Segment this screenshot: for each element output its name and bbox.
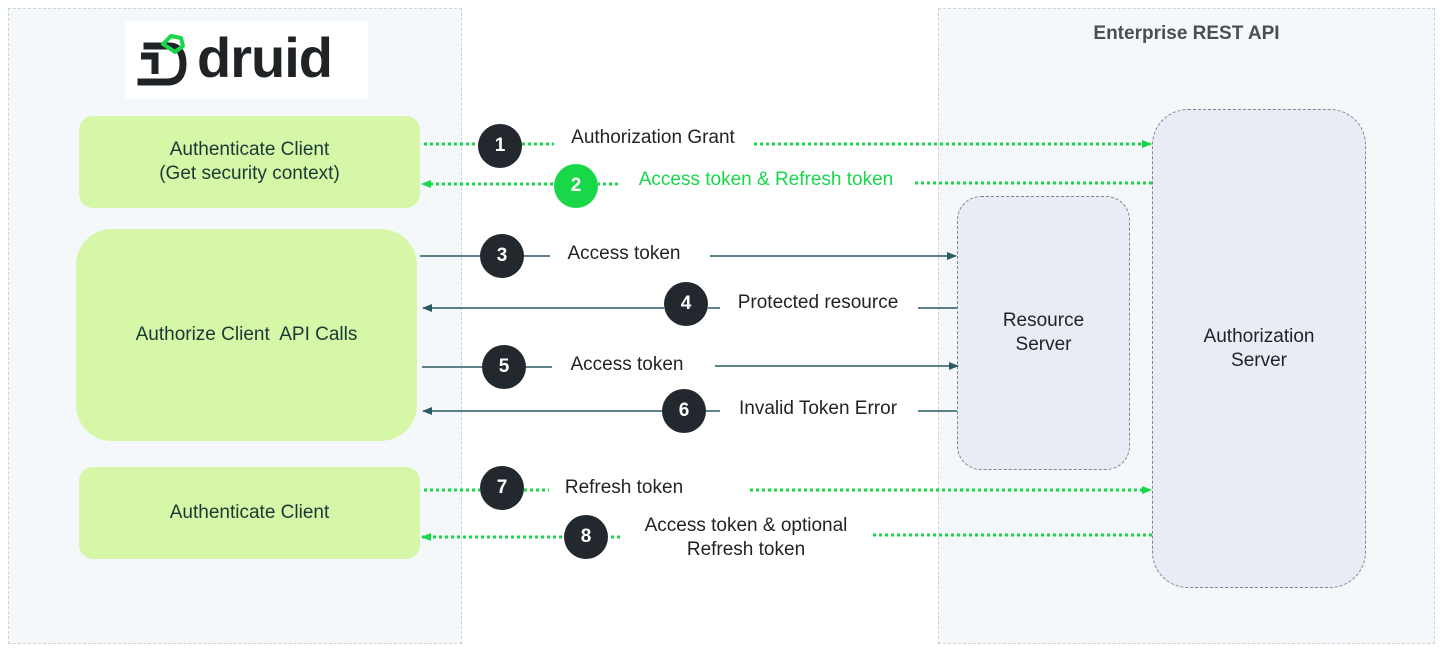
authorization-server-label-2: Server bbox=[1231, 349, 1287, 371]
resource-server-label-1: Resource bbox=[1002, 310, 1085, 331]
authorization-server-box: Authorization Server bbox=[1152, 109, 1366, 588]
arrow-8-access-optional-refresh-token bbox=[421, 533, 1152, 541]
step-8-circle: 8 bbox=[564, 515, 608, 559]
step-1-label: Authorization Grant bbox=[571, 127, 735, 148]
authorization-server-label-1: Authorization bbox=[1203, 325, 1315, 347]
step-6-label: Invalid Token Error bbox=[738, 398, 898, 419]
authenticate-client-refresh-label: Authenticate Client bbox=[169, 502, 330, 523]
druid-logo-text: druid bbox=[197, 26, 333, 89]
authenticate-client-refresh-box: Authenticate Client bbox=[79, 467, 420, 559]
druid-logo: druid bbox=[125, 22, 368, 98]
step-7-circle: 7 bbox=[480, 466, 524, 510]
arrow-2-access-refresh-token bbox=[421, 180, 1152, 188]
authenticate-client-box: Authenticate Client (Get security contex… bbox=[79, 116, 420, 208]
authorize-client-box: Authorize Client API Calls bbox=[76, 229, 417, 441]
step-8-label-line-2: Refresh token bbox=[686, 539, 806, 560]
step-6-circle: 6 bbox=[662, 389, 706, 433]
arrow-5-access-token bbox=[422, 362, 959, 370]
step-8-label: Access token & optional Refresh token bbox=[630, 514, 862, 562]
authenticate-client-label: Authenticate Client bbox=[169, 139, 330, 160]
resource-server-box: Resource Server bbox=[957, 196, 1130, 470]
step-8-label-line-1: Access token & optional bbox=[644, 515, 848, 536]
druid-logo-icon bbox=[137, 34, 187, 86]
enterprise-rest-api-title: Enterprise REST API bbox=[1093, 23, 1280, 44]
security-context-label: (Get security context) bbox=[159, 163, 340, 184]
authorize-client-label: Authorize Client API Calls bbox=[135, 324, 358, 345]
step-2-label: Access token & Refresh token bbox=[638, 169, 894, 190]
resource-server-label-2: Server bbox=[1015, 334, 1072, 355]
step-3-circle: 3 bbox=[480, 234, 524, 278]
step-1-circle: 1 bbox=[478, 124, 522, 168]
step-4-circle: 4 bbox=[664, 282, 708, 326]
step-2-circle: 2 bbox=[554, 164, 598, 208]
step-5-circle: 5 bbox=[482, 345, 526, 389]
step-3-label: Access token bbox=[567, 243, 681, 264]
step-4-label: Protected resource bbox=[737, 292, 899, 313]
step-5-label: Access token bbox=[570, 354, 684, 375]
step-7-label: Refresh token bbox=[564, 477, 684, 498]
